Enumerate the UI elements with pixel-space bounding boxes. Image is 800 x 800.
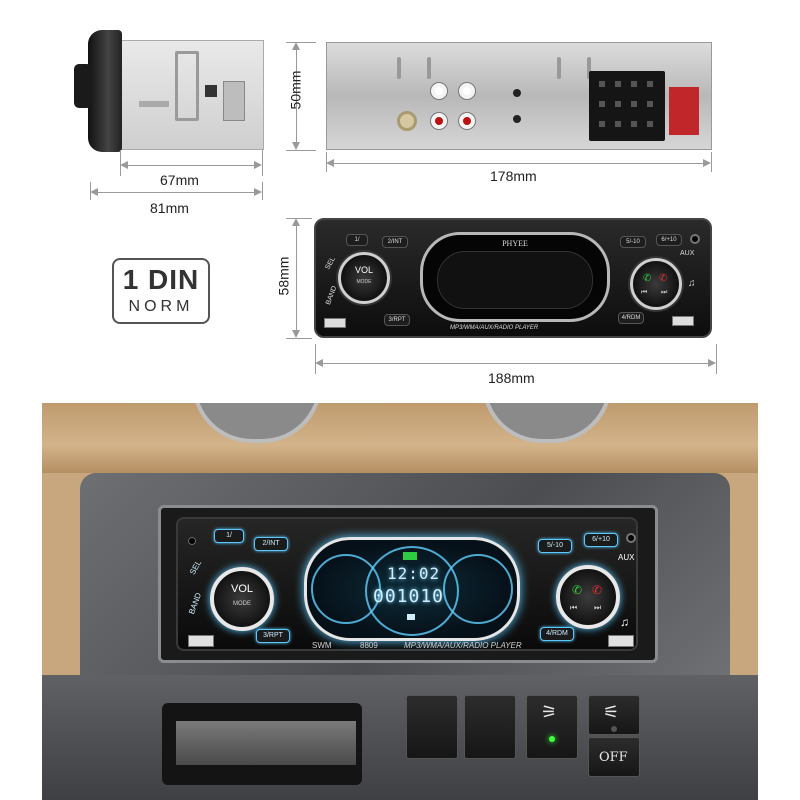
led-off — [611, 726, 617, 732]
usb-icon — [608, 635, 634, 647]
usb-icon — [324, 318, 346, 328]
led-green — [549, 736, 555, 742]
rca-red-1 — [431, 113, 447, 129]
installed-photo: 1/ 2/INT SEL BAND VOL MODE 3/RPT 12:02 0… — [42, 403, 758, 800]
rear-view — [326, 42, 712, 150]
rca-white-1 — [431, 83, 447, 99]
dim-label-58: 58mm — [275, 256, 292, 296]
aux-jack — [626, 533, 636, 543]
fs-footer: MP3/WMA/AUX/RADIO PLAYER — [450, 325, 539, 331]
ph-footer: MP3/WMA/AUX/RADIO PLAYER — [404, 641, 522, 650]
front-panel-diagram: 1/ 2/INT SEL BAND VOL MODE 3/RPT PHYEE M… — [314, 218, 712, 338]
next-icon: ⏭ — [661, 289, 668, 296]
air-vent-right — [482, 403, 612, 443]
off-switch: OFF — [588, 737, 640, 777]
dashboard-top — [42, 403, 758, 473]
rca-white-2 — [459, 83, 475, 99]
fs-band-label: BAND — [325, 285, 339, 306]
fog-light-switch-front: ⚞ — [526, 695, 578, 759]
fs-knob-label: VOL — [354, 265, 373, 275]
dim-label-67: 67mm — [160, 172, 199, 188]
ph-lcd-display: 12:02 001010 — [304, 537, 520, 641]
fog-light-icon: ⚞ — [541, 702, 558, 722]
ph-model-num: 8809 — [360, 641, 378, 650]
off-switch-label: OFF — [599, 750, 628, 765]
ph-knob-sub: MODE — [233, 601, 251, 607]
side-faceplate — [88, 30, 122, 152]
fs-aux-label: AUX — [680, 250, 695, 257]
din-badge: 1 DIN NORM — [112, 258, 210, 324]
ph-aux-label: AUX — [618, 553, 635, 562]
ph-btn-5: 5/-10 — [538, 539, 572, 553]
ph-tune-knob: ✆ ✆ ⏮ ⏭ — [556, 565, 620, 629]
din-badge-main: 1 DIN — [122, 264, 200, 295]
lcd-gauge-center — [365, 546, 459, 636]
fs-btn-2: 2/INT — [382, 236, 408, 248]
next-icon: ⏭ — [594, 603, 602, 612]
storage-pocket-inner — [176, 721, 356, 765]
ph-model-left: SWM — [312, 641, 332, 650]
usb-icon — [188, 635, 214, 647]
dim-label-81: 81mm — [150, 200, 189, 216]
ph-lcd-freq: 001010 — [373, 586, 445, 607]
antenna-socket — [397, 111, 417, 131]
dash-switch-blank-2 — [464, 695, 516, 759]
din-badge-sub: NORM — [128, 298, 194, 315]
fs-btn-3: 3/RPT — [384, 314, 410, 326]
fs-btn-1: 1/ — [346, 234, 368, 246]
ph-volume-knob: VOL MODE — [210, 567, 274, 631]
prev-icon: ⏮ — [570, 603, 578, 612]
battery-icon — [403, 552, 417, 560]
side-chassis — [118, 40, 264, 150]
fs-sel-label: SEL — [324, 256, 337, 271]
ph-btn-1: 1/ — [214, 529, 244, 543]
dim-label-188: 188mm — [488, 370, 535, 386]
side-knob — [74, 64, 92, 108]
usb-icon — [672, 316, 694, 326]
fog-light-switch-rear: ⚟ — [588, 695, 640, 735]
ph-btn-2: 2/INT — [254, 537, 288, 551]
fuse-holder — [669, 87, 699, 135]
ph-lcd-time: 12:02 — [387, 564, 441, 583]
phone-hangup-icon: ✆ — [592, 583, 603, 597]
fs-btn-6: 6/+10 — [656, 234, 682, 246]
fs-brand: PHYEE — [502, 239, 528, 248]
fs-btn-4: 4/RDM — [618, 312, 644, 324]
phone-answer-icon: ✆ — [643, 273, 652, 284]
aux-jack — [690, 234, 700, 244]
prev-icon: ⏮ — [641, 289, 648, 296]
fs-volume-knob: VOL MODE — [338, 252, 390, 304]
dim-label-178: 178mm — [490, 168, 537, 184]
iso-connector — [589, 71, 665, 141]
rca-red-2 — [459, 113, 475, 129]
music-note-icon: ♫ — [688, 278, 696, 289]
ph-btn-6: 6/+10 — [584, 533, 618, 547]
fs-screen: PHYEE — [420, 232, 610, 322]
music-note-icon: ♫ — [620, 615, 629, 629]
phone-answer-icon: ✆ — [572, 583, 583, 597]
fs-tune-knob: ✆ ✆ ⏮ ⏭ — [630, 258, 682, 310]
fog-light-icon: ⚟ — [603, 702, 620, 722]
phone-hangup-icon: ✆ — [659, 273, 668, 284]
dim-label-50: 50mm — [287, 70, 304, 110]
dash-lower — [42, 675, 758, 800]
ph-btn-4: 4/RDM — [540, 627, 574, 641]
fs-btn-5: 5/-10 — [620, 236, 646, 248]
ph-knob-label: VOL — [230, 583, 253, 595]
air-vent-left — [192, 403, 322, 443]
fs-knob-sub: MODE — [356, 279, 372, 285]
dash-switch-blank-1 — [406, 695, 458, 759]
ph-btn-3: 3/RPT — [256, 629, 290, 643]
sd-icon — [407, 614, 415, 620]
